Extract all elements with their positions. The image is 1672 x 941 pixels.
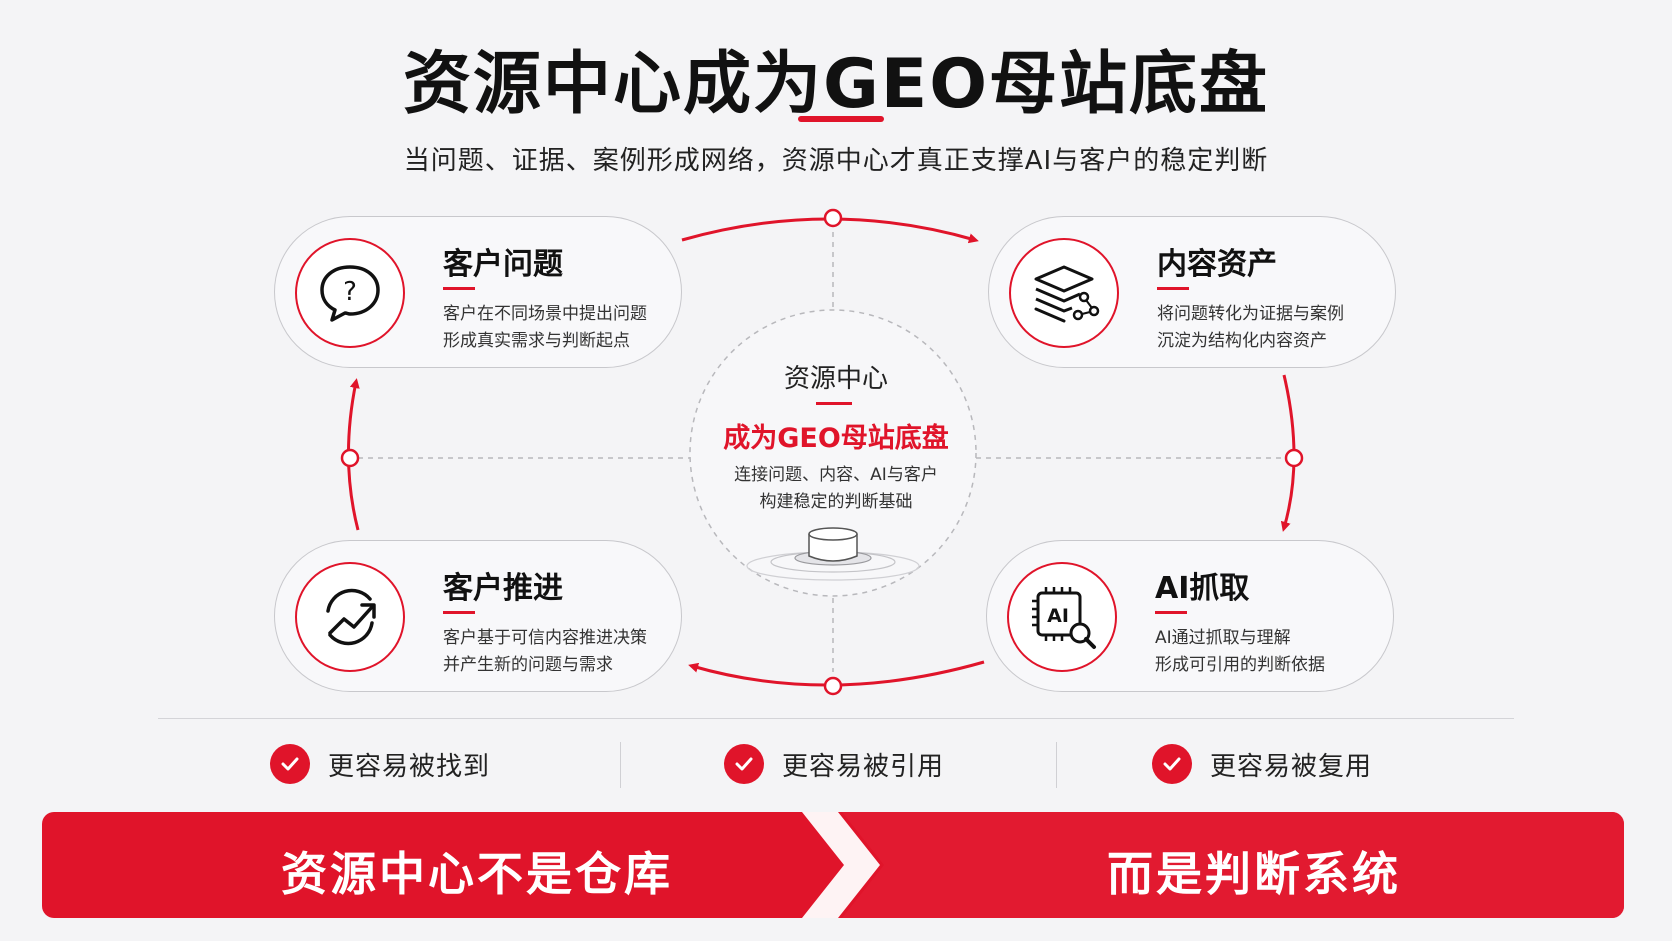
card-title-underline [443,611,475,614]
benefit-item: 更容易被找到 [270,744,490,784]
center-underline [816,402,852,405]
page-subtitle: 当问题、证据、案例形成网络，资源中心才真正支撑AI与客户的稳定判断 [403,146,1269,176]
card-title-underline [443,287,475,290]
card-desc-line1: 客户在不同场景中提出问题 [443,304,647,324]
card-title: 内容资产 [1157,247,1277,282]
benefit-label: 更容易被引用 [782,751,945,782]
card-desc-line1: 将问题转化为证据与案例 [1157,304,1344,324]
card-desc-line2: 形成真实需求与判断起点 [443,331,630,351]
node-dot-bottom [823,676,843,696]
card-title: 客户问题 [443,247,563,282]
svg-text:?: ? [343,277,357,307]
benefit-item: 更容易被复用 [1152,744,1372,784]
chevron-right-icon [802,812,1624,918]
benefit-separator [1056,742,1057,788]
card-title-underline [1157,287,1189,290]
card-title-underline [1155,611,1187,614]
hub-base-icon [746,527,920,581]
card-title: AI抓取 [1155,571,1250,606]
check-icon [270,744,310,784]
center-highlight: 成为GEO母站底盘 [723,423,949,454]
chip-label: AI [1047,605,1069,627]
banner-right-text: 而是判断系统 [1107,847,1401,901]
card-ai-capture: AI AI抓取 AI通过抓取与理解 形成可引用的判断依据 [986,540,1394,692]
check-icon [724,744,764,784]
benefit-label: 更容易被复用 [1210,751,1373,782]
conclusion-banner: 资源中心不是仓库 而是判断系统 [42,812,1624,918]
benefit-label: 更容易被找到 [328,751,491,782]
card-desc-line2: 沉淀为结构化内容资产 [1157,331,1327,351]
node-dot-left [340,448,360,468]
layers-network-icon [1009,238,1119,348]
center-desc-line2: 构建稳定的判断基础 [759,492,913,512]
card-customer-question: ? 客户问题 客户在不同场景中提出问题 形成真实需求与判断起点 [274,216,682,368]
card-title: 客户推进 [443,571,563,606]
center-desc-line1: 连接问题、内容、AI与客户 [734,465,938,485]
title-underline [798,116,884,122]
node-dot-right [1284,448,1304,468]
question-speech-bubble-icon: ? [295,238,405,348]
center-hub-circle [689,309,977,597]
ai-chip-search-icon: AI [1007,562,1117,672]
card-desc-line1: AI通过抓取与理解 [1155,628,1291,648]
benefit-separator [620,742,621,788]
section-divider [158,718,1514,719]
card-desc-line2: 形成可引用的判断依据 [1155,655,1325,675]
check-icon [1152,744,1192,784]
benefit-item: 更容易被引用 [724,744,944,784]
node-dot-top [823,208,843,228]
center-label: 资源中心 [783,364,888,394]
trend-cycle-icon [295,562,405,672]
card-content-asset: 内容资产 将问题转化为证据与案例 沉淀为结构化内容资产 [988,216,1396,368]
card-desc-line1: 客户基于可信内容推进决策 [443,628,647,648]
card-desc-line2: 并产生新的问题与需求 [443,655,613,675]
card-customer-advance: 客户推进 客户基于可信内容推进决策 并产生新的问题与需求 [274,540,682,692]
banner-left-text: 资源中心不是仓库 [281,847,673,901]
page-title: 资源中心成为GEO母站底盘 [402,45,1270,124]
